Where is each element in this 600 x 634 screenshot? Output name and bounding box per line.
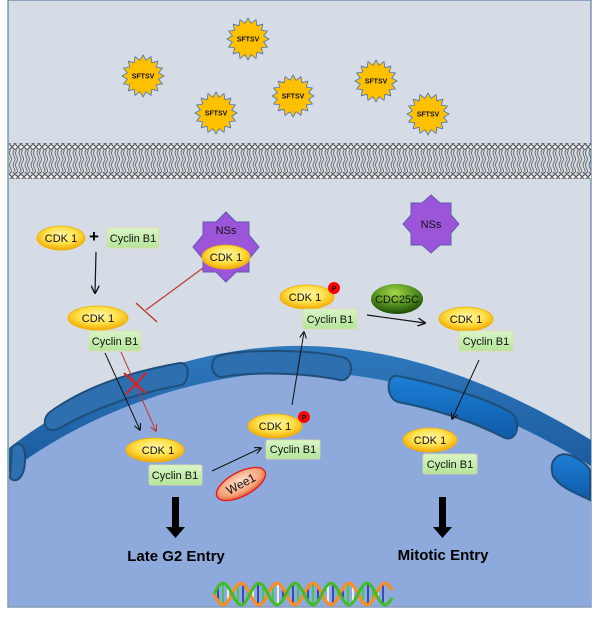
cdk1-ellipse — [201, 244, 251, 270]
cdk1-cyclin-complex-cytoplasm: CDK 1 Cyclin B1 — [67, 305, 142, 352]
arrow-dephosphorylation — [366, 314, 425, 323]
inhibition-line — [145, 267, 204, 311]
dna-helix-icon — [212, 581, 394, 607]
cdk1-label: CDK 1 — [259, 421, 291, 433]
free-cdk1-label: CDK 1 — [45, 233, 77, 245]
nss-free: NSs — [402, 194, 460, 254]
free-cyclin-b1: Cyclin B1 — [106, 227, 160, 249]
outcome-arrow-right — [433, 497, 452, 538]
cdk1-cyclin-complex-nucleus: CDK 1 Cyclin B1 — [125, 437, 203, 486]
cyclin-b1-label: Cyclin B1 — [92, 336, 138, 348]
plasma-membrane — [9, 143, 591, 179]
nss-free-label: NSs — [421, 219, 442, 231]
arrow-nuclear-import — [104, 352, 140, 430]
sftsv-virion: SFTSV — [194, 91, 238, 135]
sftsv-virion: SFTSV — [226, 17, 270, 61]
virion-star-shape — [226, 17, 270, 61]
phospho-label: P — [332, 286, 337, 293]
virion-star-shape — [271, 74, 315, 118]
envelope-segment — [550, 453, 591, 502]
virion-label: SFTSV — [205, 111, 228, 118]
block-x-icon — [123, 372, 147, 395]
virion-star-shape — [194, 91, 238, 135]
outcome-late-g2-entry: Late G2 Entry — [127, 548, 225, 565]
nss-cdk1-complex: NSs CDK 1 — [192, 211, 260, 283]
dna-strand-orange — [212, 581, 394, 607]
virion-label: SFTSV — [365, 79, 388, 86]
virion-label: SFTSV — [417, 112, 440, 119]
cyclin-b1-label: Cyclin B1 — [152, 470, 198, 482]
plus-sign: + — [89, 227, 99, 246]
phospho-cdk1-cyclin-cytoplasm: CDK 1 P Cyclin B1 — [279, 282, 358, 330]
virion-label: SFTSV — [237, 37, 260, 44]
outcome-arrow-left — [166, 497, 185, 538]
arrow-nuclear-export — [291, 332, 304, 406]
arrow-nuclear-import-active — [452, 359, 480, 419]
virus-layer: SFTSV SFTSV SFTSV SFTSV SFTSV SFTSV — [121, 17, 450, 136]
sftsv-virion: SFTSV — [406, 92, 450, 136]
cdk1-label: CDK 1 — [414, 435, 446, 447]
cyclin-b1-label: Cyclin B1 — [307, 314, 353, 326]
free-cyclin-b1-label: Cyclin B1 — [110, 233, 156, 245]
cyclin-b1-label: Cyclin B1 — [463, 336, 509, 348]
envelope-segment — [387, 374, 519, 440]
cdk1-label: CDK 1 — [82, 313, 114, 325]
active-cdk1-cyclin-cytoplasm: CDK 1 Cyclin B1 — [438, 306, 514, 352]
cdc25c-label: CDC25C — [375, 294, 419, 306]
phospho-badge — [328, 282, 340, 294]
inhibition-bar — [135, 302, 158, 323]
envelope-segment — [211, 349, 352, 382]
outcome-mitotic-entry: Mitotic Entry — [398, 547, 489, 564]
virion-star-shape — [406, 92, 450, 136]
cdk1-label: CDK 1 — [450, 314, 482, 326]
virion-star-shape — [354, 59, 398, 103]
cdc25c-phosphatase: CDC25C — [371, 284, 423, 314]
active-cdk1-cyclin-nucleus: CDK 1 Cyclin B1 — [402, 427, 478, 475]
cyclin-b1-label: Cyclin B1 — [270, 444, 316, 456]
arrow-binding — [95, 251, 96, 293]
nss-star-shape — [402, 194, 460, 254]
cdk1-label: CDK 1 — [289, 292, 321, 304]
envelope-segment — [8, 443, 27, 482]
virion-label: SFTSV — [132, 74, 155, 81]
nss-bound-cdk1-label: CDK 1 — [210, 252, 242, 264]
sftsv-virion: SFTSV — [121, 54, 165, 98]
free-cdk1: CDK 1 — [36, 225, 86, 251]
sftsv-virion: SFTSV — [354, 59, 398, 103]
nss-bound-label: NSs — [216, 225, 237, 237]
virion-star-shape — [121, 54, 165, 98]
dna-strand-green — [212, 581, 394, 607]
cdk1-label: CDK 1 — [142, 445, 174, 457]
cyclin-b1-label: Cyclin B1 — [427, 459, 473, 471]
phospho-label: P — [302, 415, 307, 422]
virion-label: SFTSV — [282, 94, 305, 101]
arrow-blocked-import — [120, 351, 156, 431]
phospho-badge — [298, 411, 310, 423]
phospho-cdk1-cyclin-nucleus: CDK 1 P Cyclin B1 — [247, 411, 321, 460]
nucleus — [9, 357, 591, 606]
arrow-phosphorylation — [211, 448, 261, 472]
sftsv-virion: SFTSV — [271, 74, 315, 118]
